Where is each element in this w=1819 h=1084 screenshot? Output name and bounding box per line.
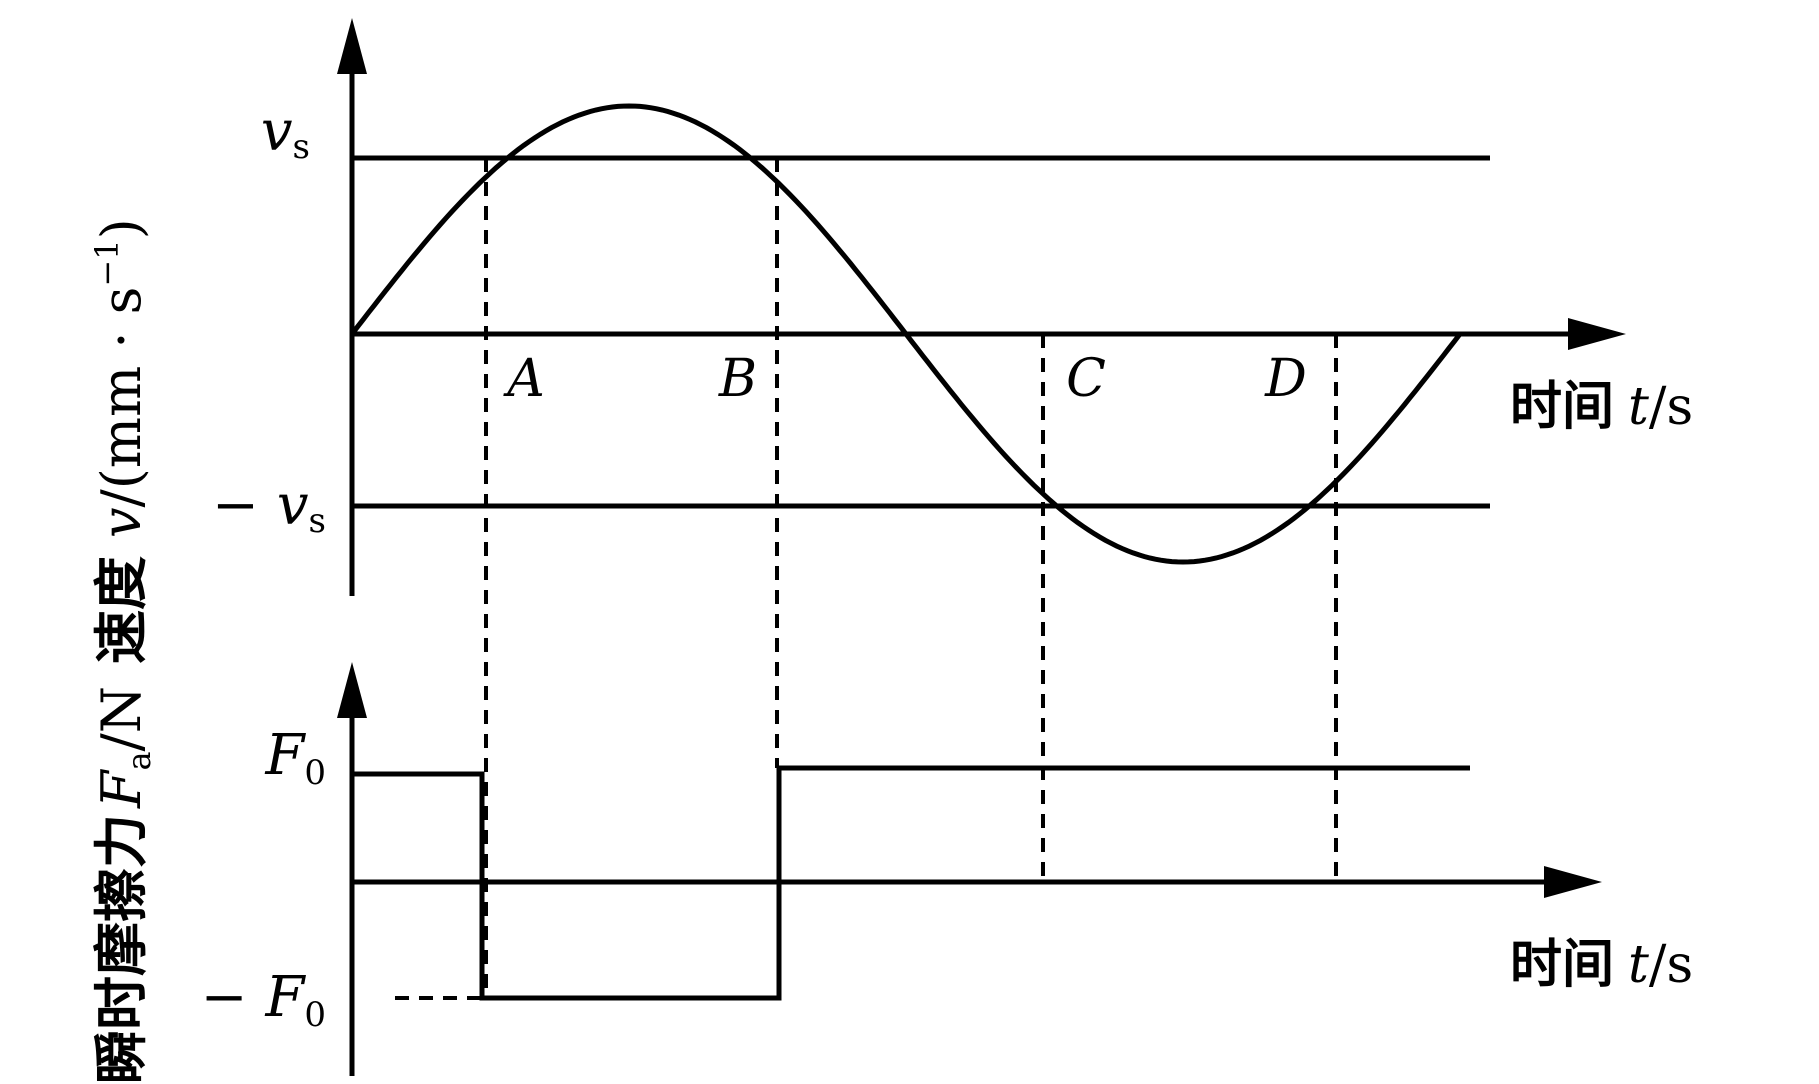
point-c-label: C (1066, 349, 1106, 409)
velocity-x-axis-arrow (1568, 318, 1626, 350)
negative-vs-label: −vs (212, 473, 326, 541)
friction-force-step (352, 765, 1470, 1001)
point-a-label: A (503, 349, 545, 409)
velocity-sine-curve (350, 103, 1462, 565)
dashed-guides (484, 158, 1338, 998)
force-y-axis-arrow (337, 662, 367, 718)
point-b-label: B (718, 349, 757, 409)
positive-f0-label: F0 (265, 723, 327, 793)
velocity-y-axis-arrow (337, 18, 367, 74)
positive-vs-label: vs (261, 99, 310, 167)
svg-text:瞬时摩擦力Fa/N速度v/(mm · s−1): 瞬时摩擦力Fa/N速度v/(mm · s−1) (88, 218, 158, 1084)
negative-f0-label: −F0 (201, 965, 326, 1035)
force-x-axis-arrow (1544, 866, 1602, 898)
y-axis-title: 瞬时摩擦力Fa/N速度v/(mm · s−1) (88, 218, 158, 1084)
point-d-label: D (1264, 349, 1307, 409)
